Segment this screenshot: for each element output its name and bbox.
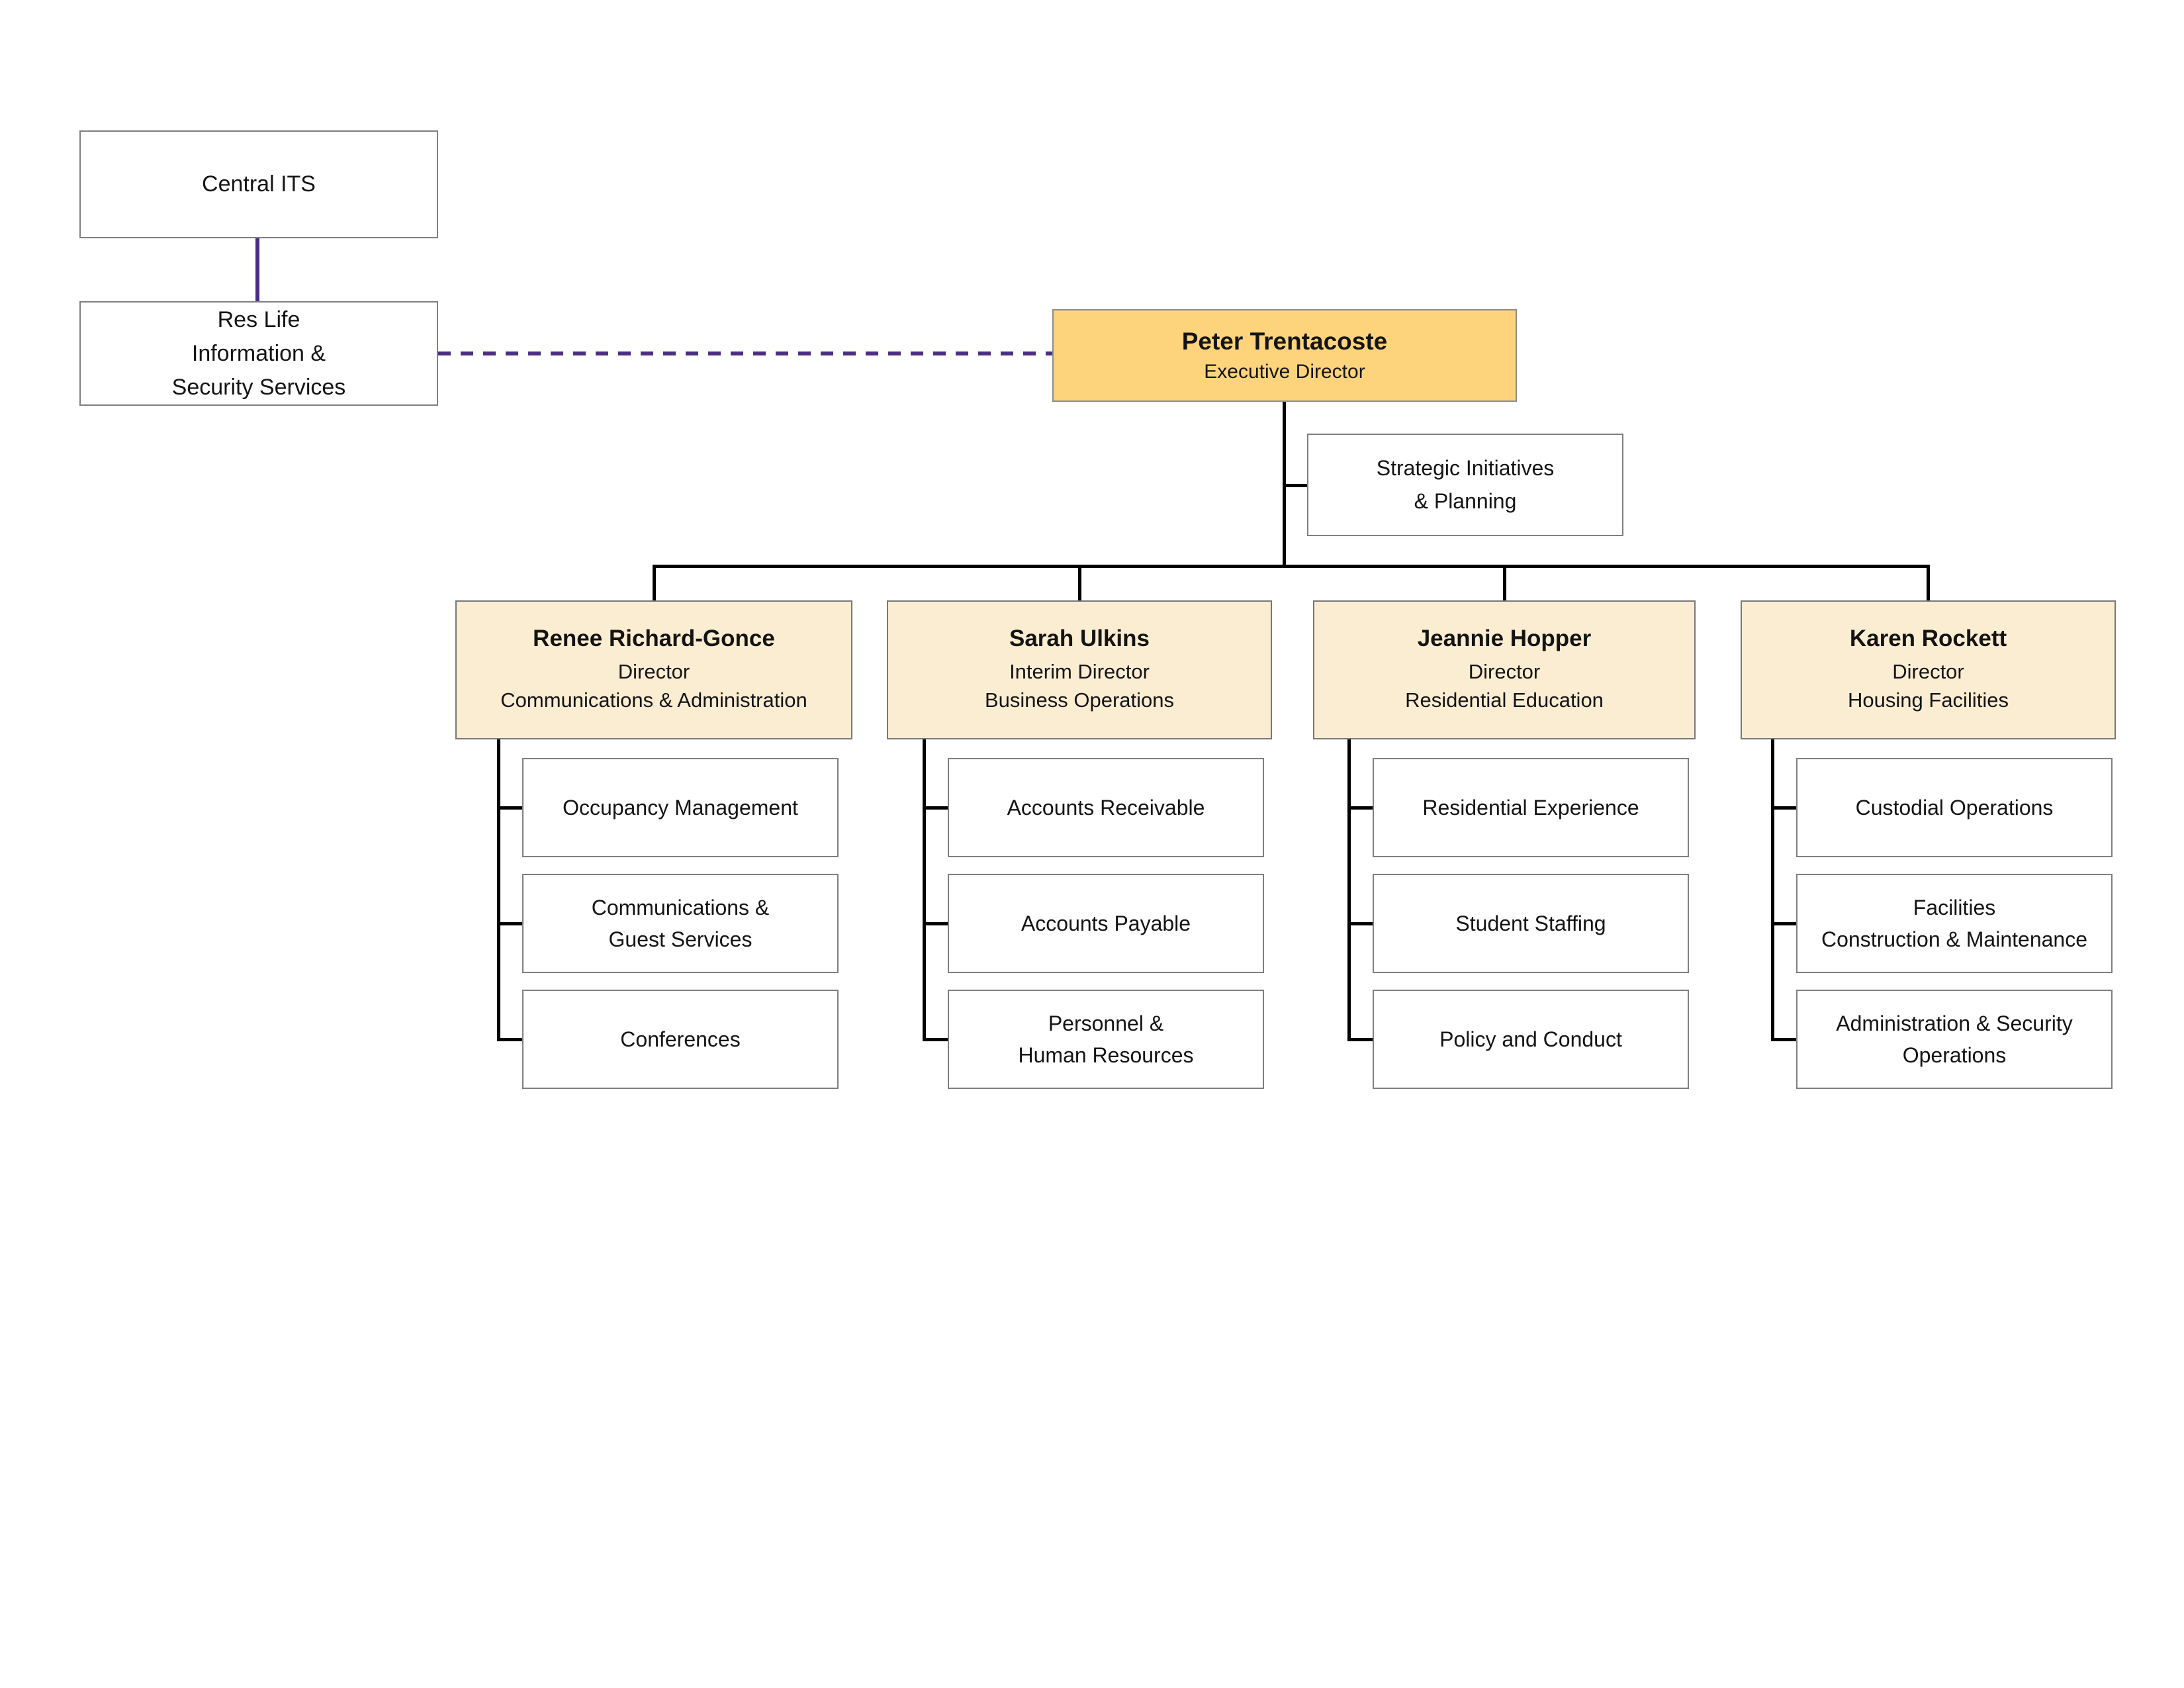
director-drop-line	[1503, 565, 1506, 602]
unit-box: Administration & Security Operations	[1796, 990, 2113, 1089]
unit-box: Accounts Payable	[948, 874, 1264, 973]
director-title: Director	[1892, 659, 1964, 683]
unit-label: Facilities Construction & Maintenance	[1821, 896, 2087, 951]
director-box-communications: Renee Richard-Gonce Director Communicati…	[455, 600, 852, 739]
unit-label: Accounts Payable	[1021, 912, 1191, 935]
unit-tick-line	[1771, 922, 1799, 925]
director-department: Residential Education	[1405, 688, 1604, 712]
unit-box: Personnel & Human Resources	[948, 990, 1264, 1089]
unit-spine-line	[923, 739, 926, 1041]
staff-stub-line	[1285, 484, 1308, 487]
director-department: Housing Facilities	[1848, 688, 2009, 712]
executive-box: Peter Trentacoste Executive Director	[1052, 309, 1517, 402]
unit-tick-line	[1347, 806, 1375, 810]
central-its-reporting-line	[255, 238, 259, 302]
unit-spine-line	[497, 739, 500, 1041]
unit-box: Policy and Conduct	[1373, 990, 1689, 1089]
unit-tick-line	[497, 1038, 525, 1041]
unit-box: Communications & Guest Services	[522, 874, 839, 973]
unit-box: Custodial Operations	[1796, 758, 2113, 857]
director-title: Director	[1468, 659, 1541, 683]
director-drop-line	[1078, 565, 1081, 602]
director-name: Renee Richard-Gonce	[533, 625, 775, 651]
executive-drop-line	[1283, 401, 1286, 566]
unit-label: Accounts Receivable	[1007, 796, 1205, 820]
unit-tick-line	[1347, 922, 1375, 925]
unit-tick-line	[923, 1038, 950, 1041]
unit-label: Personnel & Human Resources	[1018, 1011, 1194, 1067]
executive-name: Peter Trentacoste	[1181, 328, 1388, 355]
central-its-box: Central ITS	[79, 130, 438, 238]
unit-tick-line	[923, 922, 950, 925]
unit-box: Accounts Receivable	[948, 758, 1264, 857]
res-life-label: Res Life Information & Security Services	[171, 306, 346, 400]
unit-tick-line	[1771, 806, 1799, 810]
director-drop-line	[1927, 565, 1930, 602]
unit-box: Conferences	[522, 990, 839, 1089]
director-name: Jeannie Hopper	[1417, 625, 1592, 651]
director-box-residential-education: Jeannie Hopper Director Residential Educ…	[1313, 600, 1696, 739]
director-name: Sarah Ulkins	[1009, 625, 1150, 651]
director-department: Communications & Administration	[500, 688, 807, 712]
unit-tick-line	[1347, 1038, 1375, 1041]
unit-box: Residential Experience	[1373, 758, 1689, 857]
strategic-initiatives-label: Strategic Initiatives & Planning	[1376, 455, 1555, 513]
unit-spine-line	[1347, 739, 1351, 1041]
unit-box: Student Staffing	[1373, 874, 1689, 973]
unit-label: Occupancy Management	[563, 796, 798, 820]
unit-label: Conferences	[620, 1027, 741, 1051]
unit-tick-line	[1771, 1038, 1799, 1041]
executive-title: Executive Director	[1204, 361, 1365, 383]
unit-tick-line	[923, 806, 950, 810]
unit-tick-line	[497, 806, 525, 810]
unit-label: Student Staffing	[1455, 912, 1606, 935]
strategic-initiatives-box: Strategic Initiatives & Planning	[1307, 434, 1623, 536]
res-life-box: Res Life Information & Security Services	[79, 301, 438, 406]
unit-label: Residential Experience	[1422, 796, 1639, 820]
unit-tick-line	[497, 922, 525, 925]
director-title: Director	[617, 659, 690, 683]
director-department: Business Operations	[984, 688, 1175, 712]
director-name: Karen Rockett	[1849, 625, 2007, 651]
unit-box: Facilities Construction & Maintenance	[1796, 874, 2113, 973]
unit-label: Custodial Operations	[1855, 796, 2054, 820]
director-box-housing-facilities: Karen Rockett Director Housing Facilitie…	[1741, 600, 2116, 739]
director-title: Interim Director	[1009, 659, 1150, 683]
unit-label: Communications & Guest Services	[591, 896, 770, 951]
director-box-business-operations: Sarah Ulkins Interim Director Business O…	[887, 600, 1272, 739]
unit-spine-line	[1771, 739, 1774, 1041]
distribution-line	[653, 565, 1929, 568]
unit-label: Policy and Conduct	[1439, 1027, 1622, 1051]
unit-box: Occupancy Management	[522, 758, 839, 857]
dotted-reporting-line	[438, 352, 1052, 355]
director-drop-line	[653, 565, 656, 602]
unit-label: Administration & Security Operations	[1836, 1011, 2073, 1067]
central-its-label: Central ITS	[202, 171, 316, 197]
